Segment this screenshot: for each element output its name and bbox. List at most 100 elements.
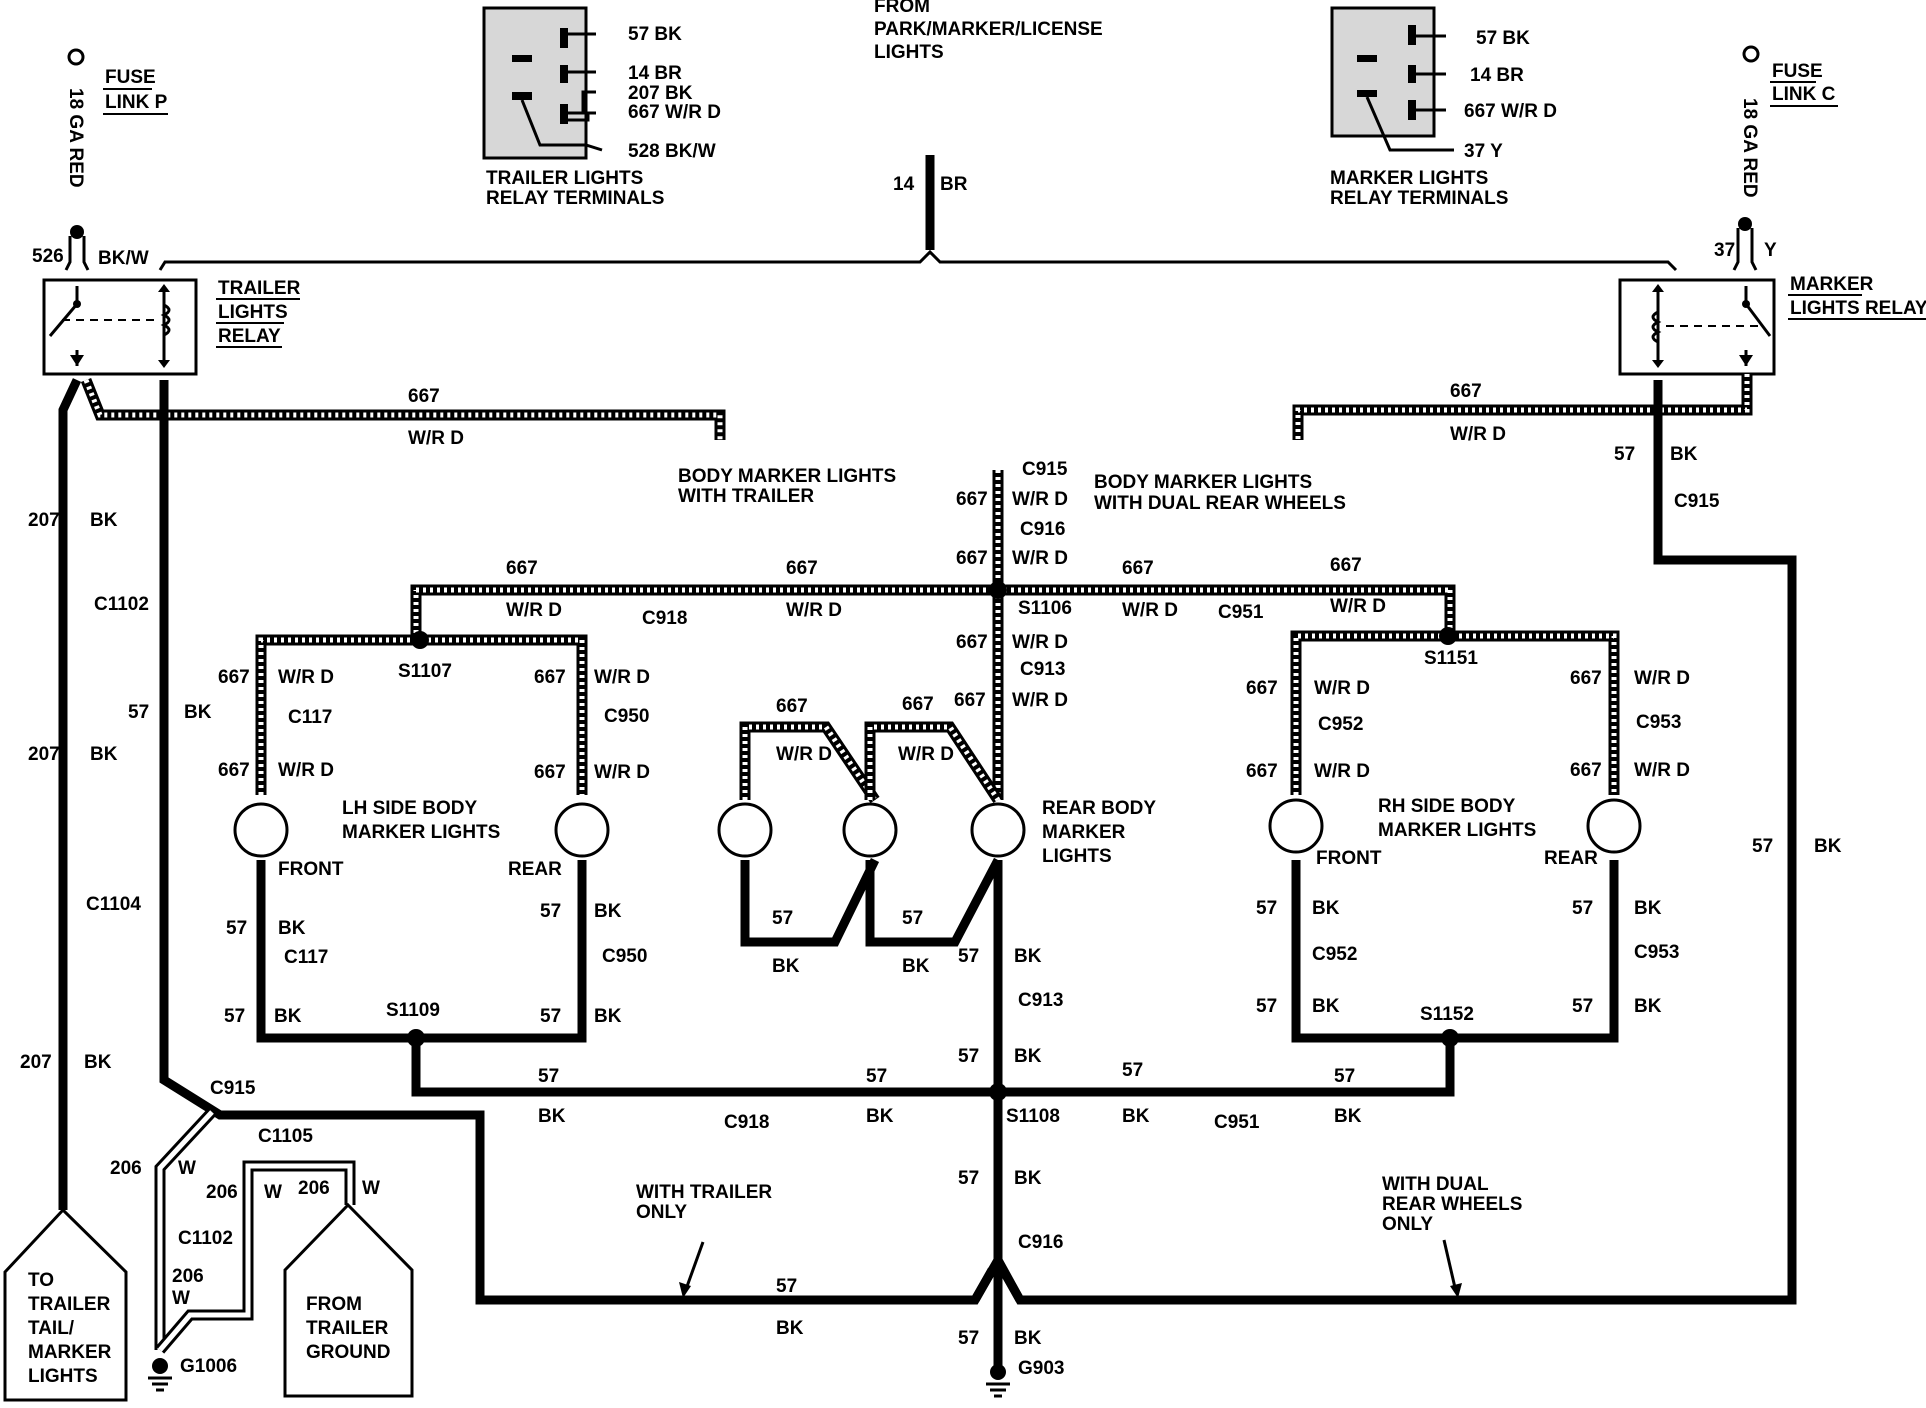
label-terminals-from_trailer-1: TRAILER: [306, 1318, 389, 1339]
trailer-pin-3: 207 BK: [628, 83, 693, 104]
label-splices-s1107: S1107: [398, 661, 452, 682]
label-wires-wr: W/R D: [594, 762, 650, 783]
label-connectors-c117: C117: [288, 707, 332, 728]
circuit-labels: 667 W/R D 667 W/R D BODY MARKER LIGHTS W…: [20, 381, 1842, 1349]
label-connectors-c1104: C1104: [86, 894, 141, 915]
label-connectors-c950: C950: [604, 706, 649, 727]
trailer-relay-terminals: 57 BK 14 BR 207 BK 667 W/R D 528 BK/W TR…: [482, 6, 721, 209]
marker-relay-in-circuit: 37: [1714, 240, 1735, 261]
label-connectors-c953: C953: [1634, 942, 1679, 963]
label-connectors-c953: C953: [1636, 712, 1681, 733]
label-wires-bk: BK: [538, 1106, 566, 1127]
label-wires-wr: W/R D: [898, 744, 954, 765]
marker-relay-in-color: Y: [1764, 240, 1777, 261]
label-wires-bk: BK: [1334, 1106, 1362, 1127]
label-wires-w: W: [172, 1288, 190, 1309]
from-label-2: PARK/MARKER/LICENSE: [874, 19, 1103, 40]
label-wires-w57: 57: [226, 918, 247, 939]
label-grounds-g903: G903: [1018, 1358, 1064, 1379]
label-wires-wr: W/R D: [1314, 678, 1370, 699]
label-wires-w667: 667: [218, 760, 250, 781]
label-connectors-c117: C117: [284, 947, 328, 968]
label-wires-w57: 57: [1122, 1060, 1143, 1081]
label-wires-w57: 57: [776, 1276, 797, 1297]
label-terminals-from_trailer-2: GROUND: [306, 1342, 390, 1363]
label-wires-w57: 57: [1256, 996, 1277, 1017]
label-notes-body_trailer-0: BODY MARKER LIGHTS: [678, 466, 896, 487]
label-wires-w57: 57: [958, 1168, 979, 1189]
label-wires-w57: 57: [772, 908, 793, 929]
label-lamps-front: FRONT: [1316, 848, 1382, 869]
label-wires-w206: 206: [298, 1178, 330, 1199]
circuit-206-wires: [154, 1108, 356, 1354]
label-notes-body_dual-1: WITH DUAL REAR WHEELS: [1094, 493, 1346, 514]
label-wires-bk: BK: [184, 702, 212, 723]
label-terminals-to_trailer-4: LIGHTS: [28, 1366, 98, 1387]
label-wires-w206: 206: [110, 1158, 142, 1179]
label-wires-bk: BK: [1312, 898, 1340, 919]
lh-front-lamp: [233, 802, 289, 858]
fuse-c-name-1: FUSE: [1772, 61, 1823, 82]
label-wires-bk: BK: [90, 744, 118, 765]
fuse-c-name-2: LINK C: [1772, 84, 1836, 105]
label-wires-w667: 667: [776, 696, 808, 717]
label-wires-bk: BK: [278, 918, 306, 939]
label-wires-w667: 667: [1570, 760, 1602, 781]
feed-circuit: 14: [893, 174, 915, 195]
trailer-pin-5: 528 BK/W: [628, 141, 716, 162]
marker-pin-3: 667 W/R D: [1464, 101, 1557, 122]
label-connectors-c951: C951: [1218, 602, 1264, 623]
label-connectors-c915: C915: [210, 1078, 256, 1099]
label-grounds-g1006: G1006: [180, 1356, 237, 1377]
marker-lights-relay: MARKER LIGHTS RELAY: [1618, 274, 1926, 376]
label-notes-with_dual-0: WITH DUAL: [1382, 1174, 1489, 1195]
label-wires-w667: 667: [956, 548, 988, 569]
label-wires-w667: 667: [954, 690, 986, 711]
label-wires-wr: W/R D: [1012, 489, 1068, 510]
label-wires-w667: 667: [1246, 761, 1278, 782]
label-terminals-to_trailer-3: MARKER: [28, 1342, 112, 1363]
label-terminals-from_trailer-0: FROM: [306, 1294, 362, 1315]
label-splices-s1151: S1151: [1424, 648, 1478, 669]
trailer-relay-name-3: RELAY: [218, 326, 281, 347]
label-lamps-rear_title-2: LIGHTS: [1042, 846, 1112, 867]
label-wires-wr: W/R D: [786, 600, 842, 621]
label-wires-wr: W/R D: [1122, 600, 1178, 621]
label-connectors-c952: C952: [1312, 944, 1357, 965]
label-connectors-c915: C915: [1674, 491, 1720, 512]
lamps: [233, 798, 1642, 858]
label-connectors-c915: C915: [1022, 459, 1068, 480]
label-wires-w57: 57: [540, 901, 561, 922]
label-wires-wr: W/R D: [278, 667, 334, 688]
label-wires-w: W: [264, 1182, 282, 1203]
label-wires-wr: W/R D: [1012, 632, 1068, 653]
label-wires-wr: W/R D: [1634, 668, 1690, 689]
rear-lamp-1: [717, 802, 773, 858]
label-wires-w667: 667: [1570, 668, 1602, 689]
label-wires-wr: W/R D: [278, 760, 334, 781]
label-wires-bk: BK: [772, 956, 800, 977]
label-wires-w57: 57: [1572, 898, 1593, 919]
label-wires-w207: 207: [28, 744, 60, 765]
trailer-terminals-caption-1: TRAILER LIGHTS: [486, 168, 643, 189]
rear-lamp-2: [842, 802, 898, 858]
rh-rear-lamp: [1586, 798, 1642, 854]
trailer-pin-4: 667 W/R D: [628, 102, 721, 123]
label-splices-s1152: S1152: [1420, 1004, 1474, 1025]
circuit-667-wires: [80, 374, 1753, 804]
label-lamps-rear: REAR: [508, 859, 562, 880]
label-wires-w57: 57: [1256, 898, 1277, 919]
label-lamps-lh_title-0: LH SIDE BODY: [342, 798, 477, 819]
label-wires-bk: BK: [1014, 946, 1042, 967]
label-wires-bk: BK: [1670, 444, 1698, 465]
splice-dots: [407, 581, 1459, 1101]
ground-g1006: G1006: [148, 1356, 237, 1392]
label-wires-w207: 207: [28, 510, 60, 531]
fuse-p-name-1: FUSE: [105, 67, 156, 88]
label-wires-w667: 667: [218, 667, 250, 688]
label-wires-w57: 57: [866, 1066, 887, 1087]
label-wires-w57: 57: [1334, 1066, 1355, 1087]
label-connectors-c1105: C1105: [258, 1126, 313, 1147]
label-wires-wr: W/R D: [1314, 761, 1370, 782]
trailer-relay-name-2: LIGHTS: [218, 302, 288, 323]
